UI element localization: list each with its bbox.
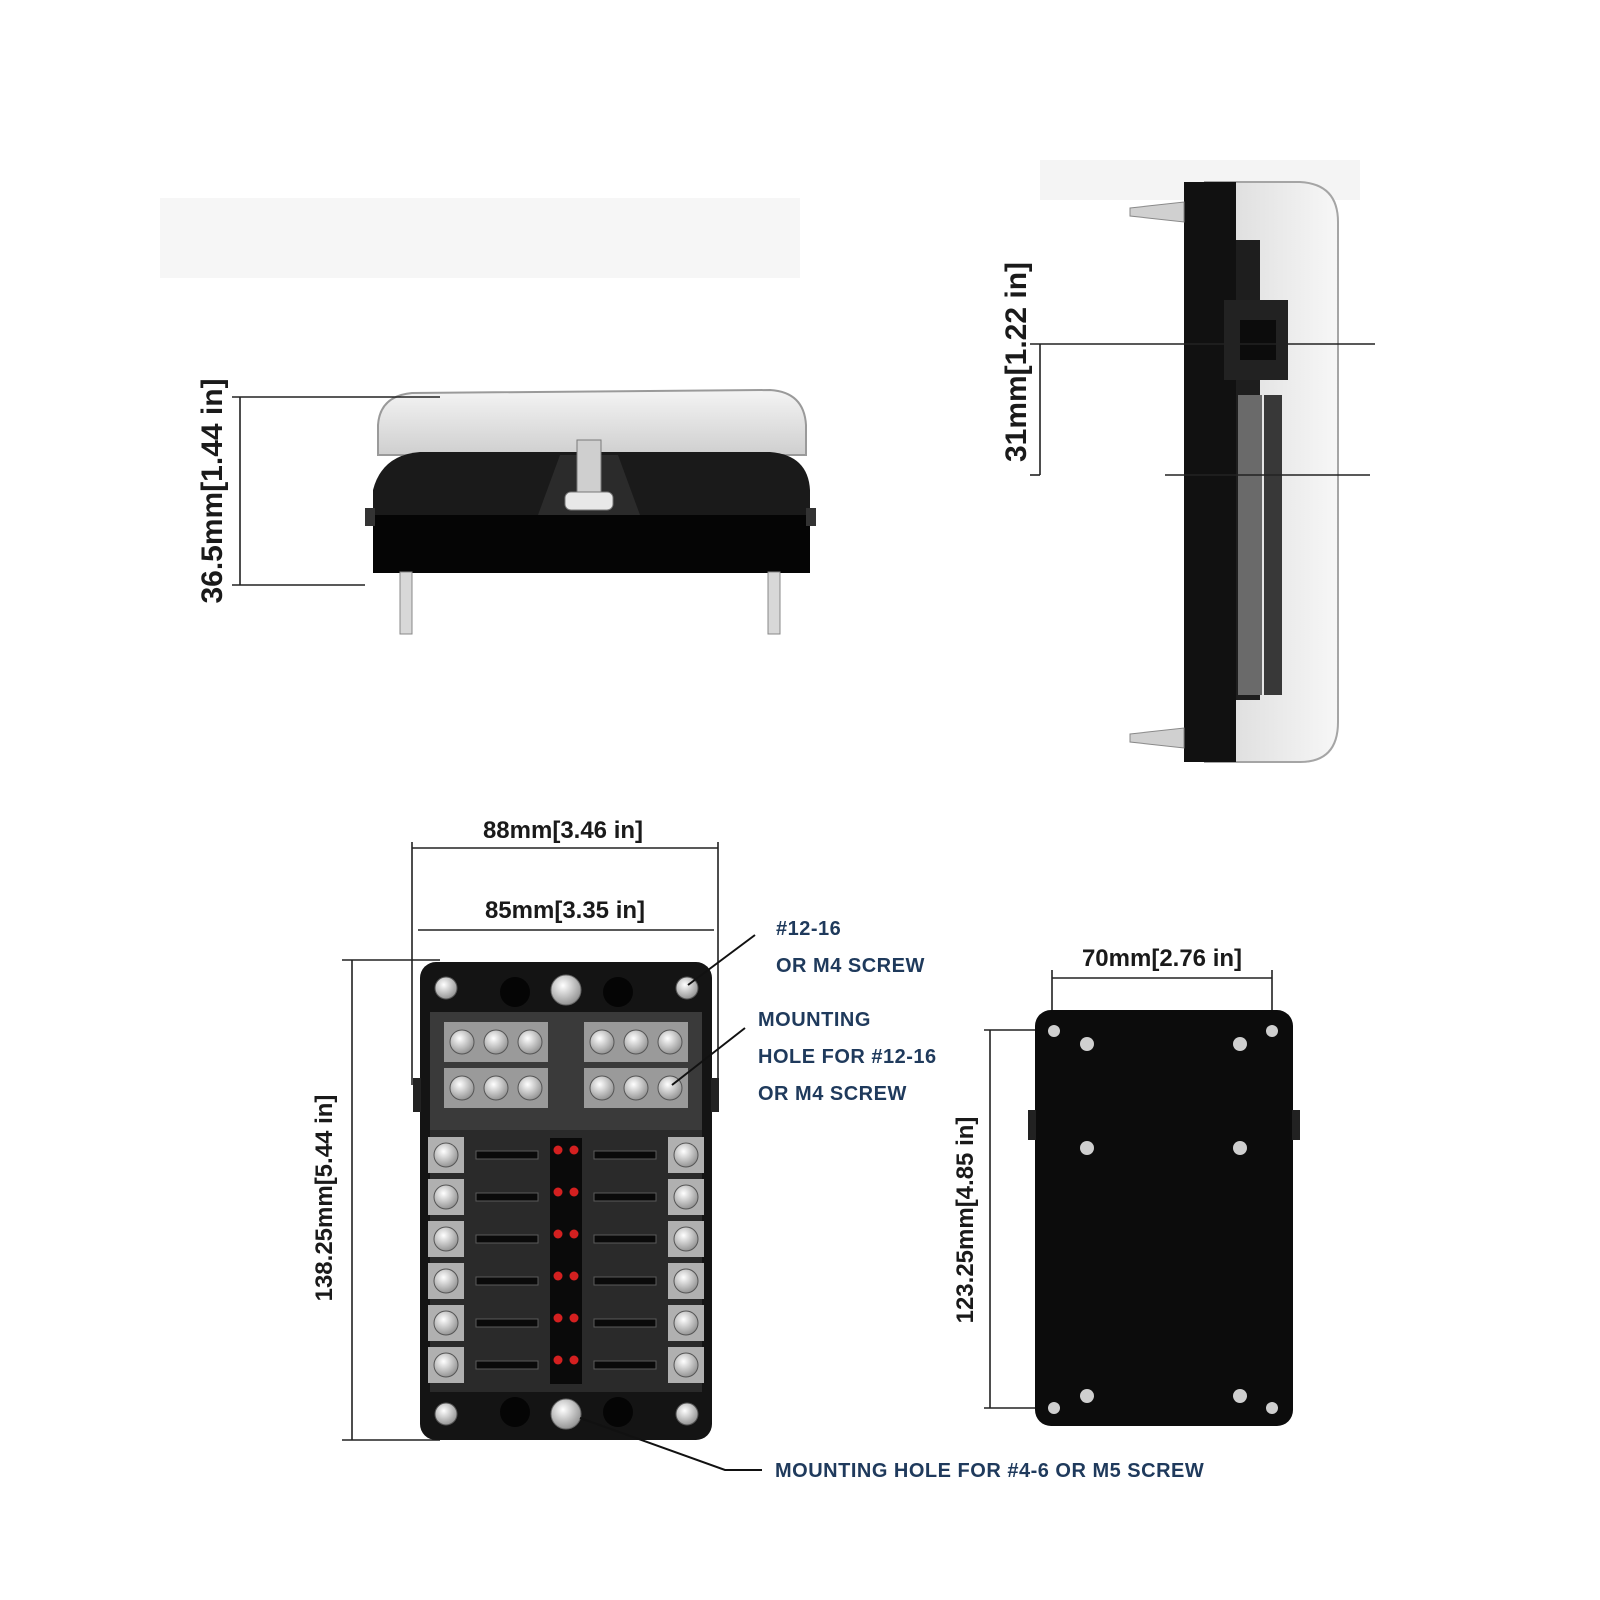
front-view: 36.5mm[1.44 in]: [196, 378, 816, 635]
back-view: 70mm[2.76 in] 123.25mm[4.85 in]: [952, 945, 1300, 1426]
stud-nut: [564, 491, 614, 511]
side-tab: [806, 508, 816, 526]
side-screw: [1129, 201, 1185, 223]
leader-line: [687, 934, 756, 986]
screw-callout-line2: OR M4 SCREW: [776, 955, 925, 977]
background-strip: [160, 198, 800, 278]
fuse-row: [428, 1221, 704, 1257]
fuse-row: [428, 1305, 704, 1341]
mounting-screw: [767, 571, 781, 635]
corner-screw: [675, 1402, 699, 1426]
side-tab: [365, 508, 375, 526]
bottom-mount-callout: MOUNTING HOLE FOR #4-6 OR M5 SCREW: [775, 1460, 1204, 1482]
corner-screw: [434, 1402, 458, 1426]
mount-callout-line1: MOUNTING: [758, 1009, 871, 1031]
leader-line: [671, 1027, 746, 1086]
mounting-hole-top: [550, 974, 582, 1006]
bus-screws: [449, 1029, 683, 1101]
mounting-screw: [399, 571, 413, 635]
back-plate: [1035, 1010, 1293, 1426]
total-height-label: 138.25mm[5.44 in]: [311, 1095, 338, 1302]
side-latch: [413, 1078, 421, 1112]
mounting-hole-bottom: [550, 1398, 582, 1430]
center-stud: [576, 439, 602, 501]
outer-width-label: 88mm[3.46 in]: [483, 817, 643, 844]
leader-line: [579, 1417, 762, 1471]
fuse-row: [428, 1347, 704, 1383]
positive-terminal: [603, 1397, 633, 1427]
side-terminal-strip: [1238, 395, 1262, 695]
negative-terminal: [500, 977, 530, 1007]
side-view: 31mm[1.22 in]: [1000, 181, 1375, 763]
mount-callout-line2: HOLE FOR #12-16: [758, 1046, 937, 1068]
mount-callout-line3: OR M4 SCREW: [758, 1083, 907, 1105]
inner-width-label: 85mm[3.35 in]: [485, 897, 645, 924]
fuse-row: [428, 1263, 704, 1299]
clear-cover: [377, 388, 807, 456]
side-depth-label: 31mm[1.22 in]: [1000, 262, 1033, 462]
corner-screw: [434, 976, 458, 1000]
back-mounting-holes: [1048, 1025, 1278, 1414]
side-latch: [1292, 1110, 1300, 1140]
fuse-row: [428, 1179, 704, 1215]
led-strip: [550, 1138, 582, 1384]
side-base: [1184, 182, 1236, 762]
back-height-label: 123.25mm[4.85 in]: [952, 1117, 979, 1324]
fuse-row: [428, 1137, 704, 1173]
side-latch: [711, 1078, 719, 1112]
back-width-label: 70mm[2.76 in]: [1082, 945, 1242, 972]
side-stud: [1240, 320, 1276, 360]
negative-terminal: [603, 977, 633, 1007]
base-plate: [373, 515, 810, 573]
top-view: 88mm[3.46 in] 85mm[3.35 in] 138.25mm[5.4…: [311, 817, 1204, 1482]
side-fuse-strip: [1264, 395, 1282, 695]
positive-terminal: [500, 1397, 530, 1427]
side-latch: [1028, 1110, 1036, 1140]
side-screw: [1129, 727, 1185, 749]
screw-callout-line1: #12-16: [776, 918, 841, 940]
height-front-label: 36.5mm[1.44 in]: [196, 378, 229, 603]
